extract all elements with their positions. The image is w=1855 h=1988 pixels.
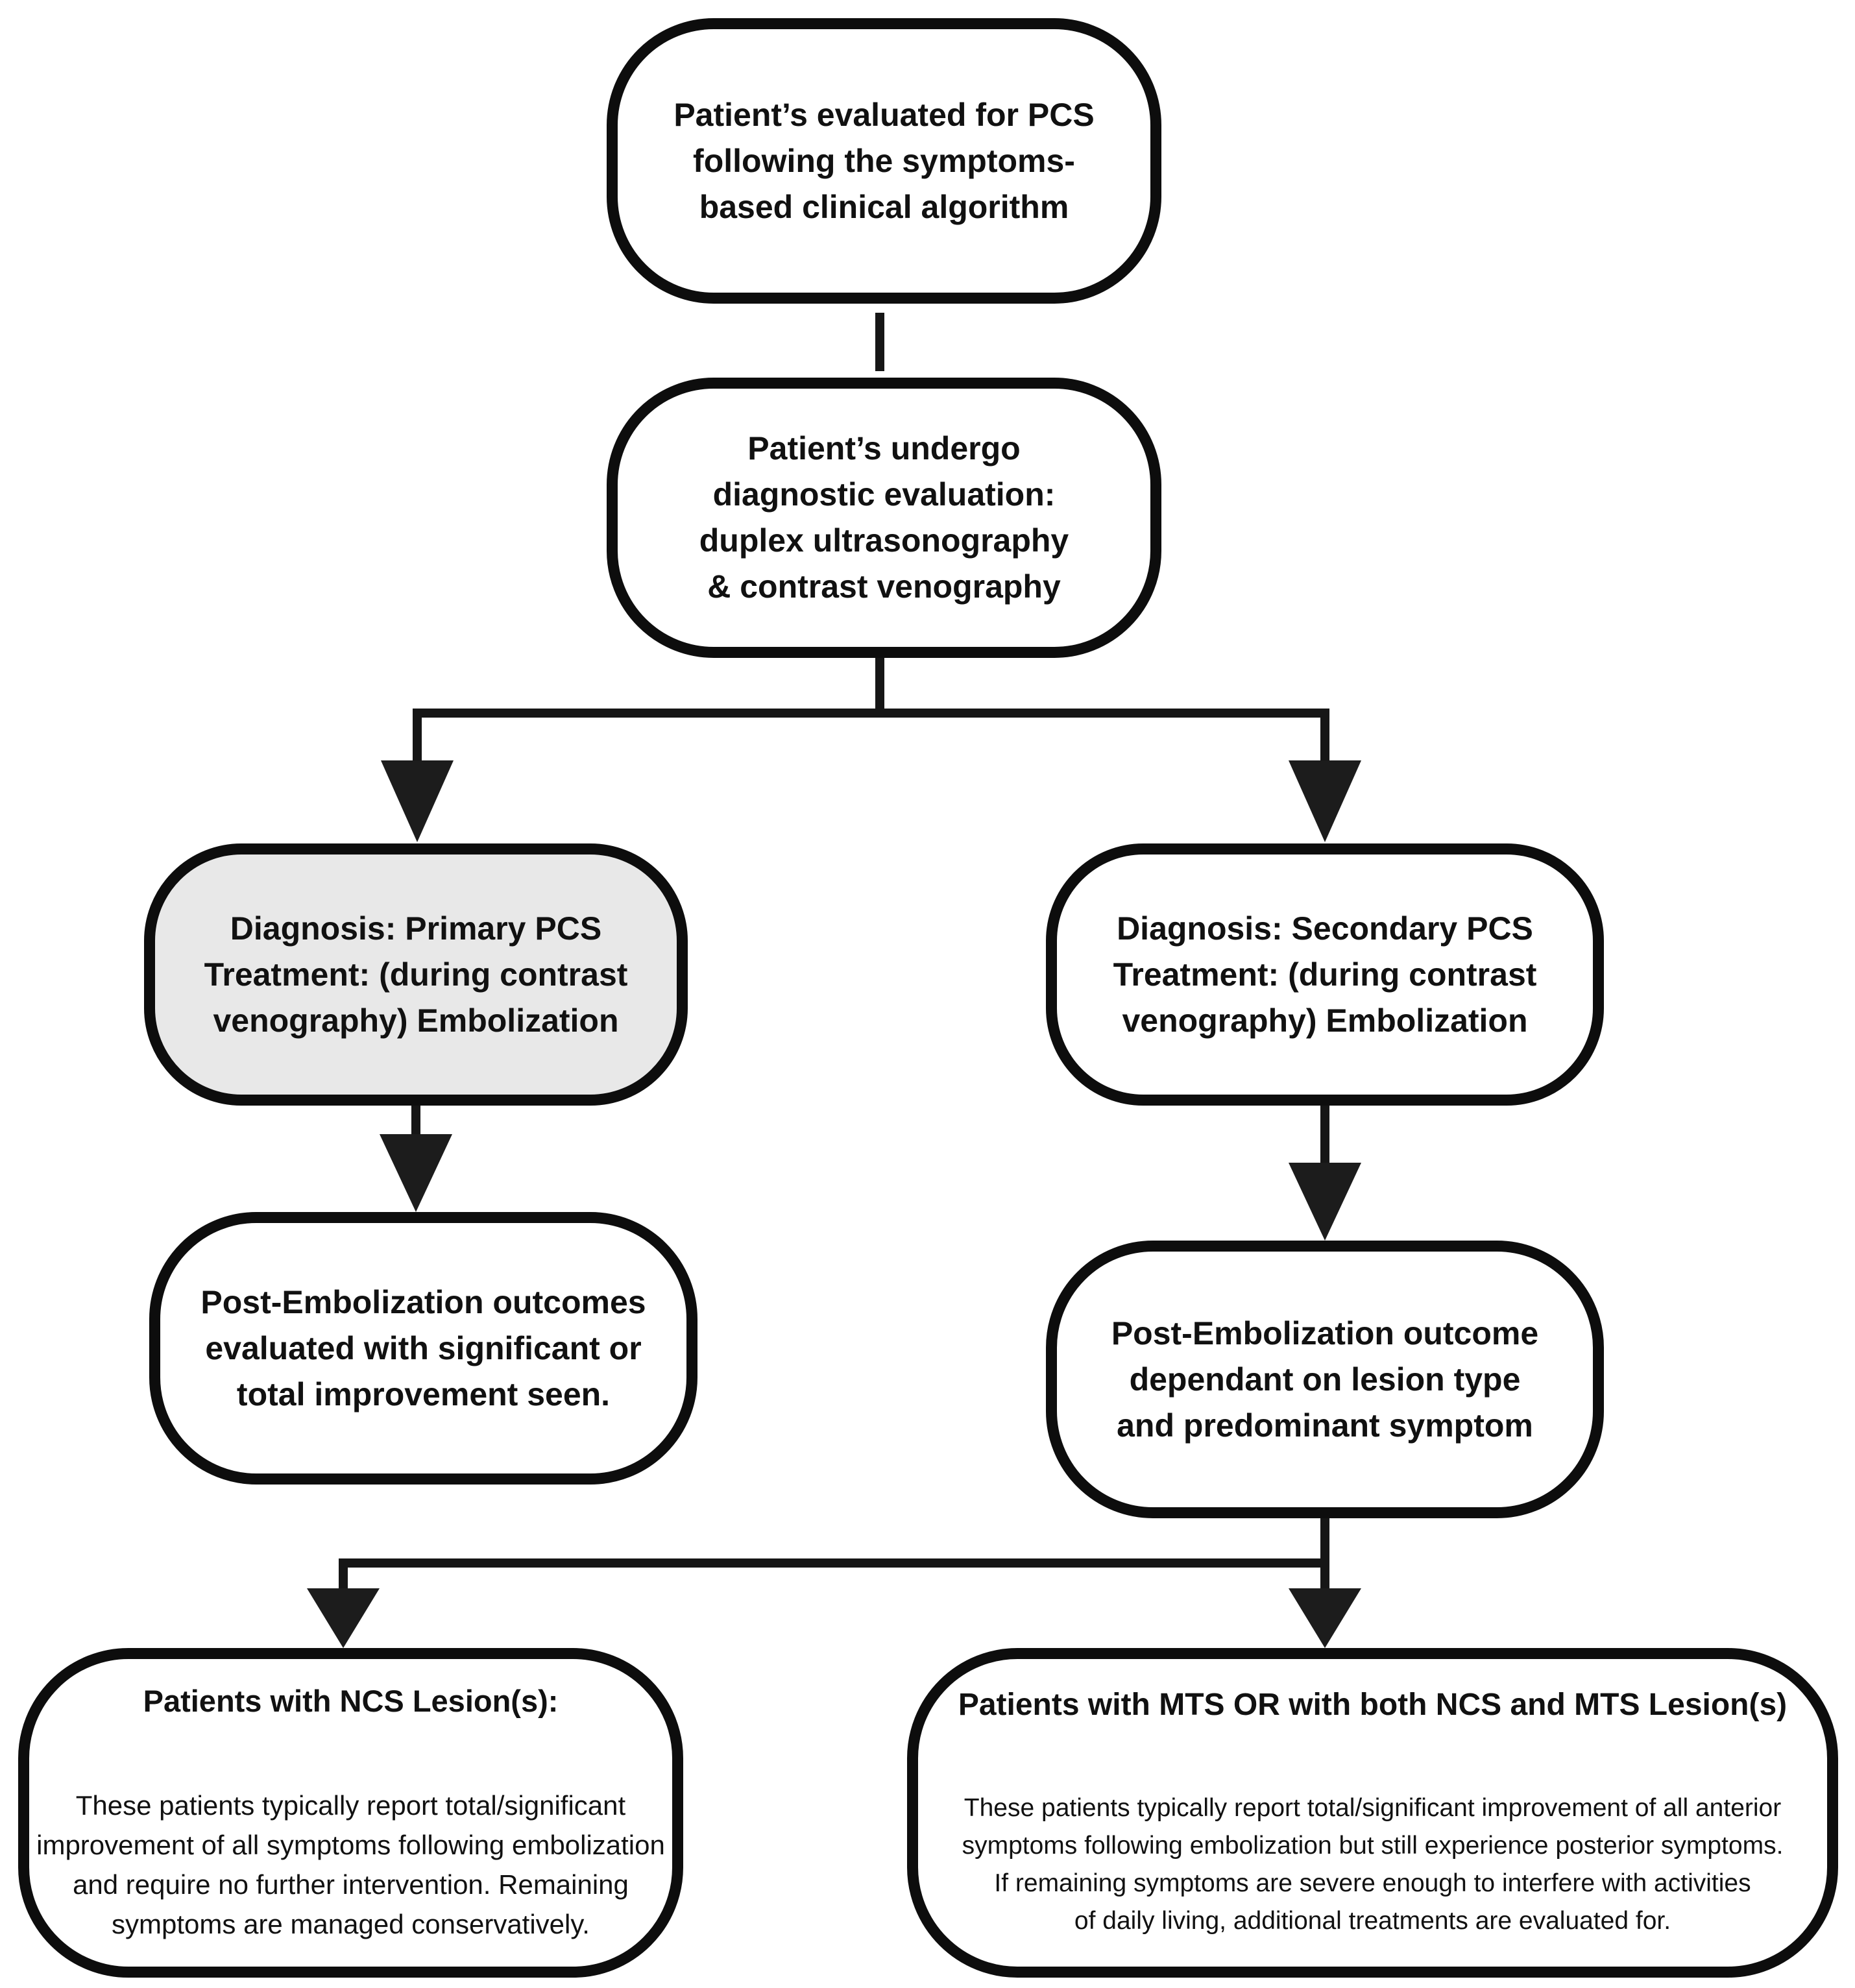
node-text-line: Patient’s undergo [747,430,1021,467]
node-patients-evaluated: Patient’s evaluated for PCS following th… [607,18,1161,304]
split-right-stub [1320,709,1329,760]
node-text-line: & contrast venography [707,568,1061,605]
arrow-down-to-mts-icon [1289,1588,1361,1648]
split2-right-stub [1320,1558,1329,1588]
split-bar-lesions [339,1558,1329,1568]
node-text-line: evaluated with significant or [205,1329,642,1366]
node-patients-ncs-lesions: Patients with NCS Lesion(s): These patie… [18,1648,683,1978]
node-text-line: venography) Embolization [1122,1002,1528,1039]
node-text-line: based clinical algorithm [699,188,1069,225]
node-text-line: Diagnosis: Secondary PCS [1117,910,1533,947]
connector-diagnostic-stem [875,658,884,718]
node-body-line: symptoms following embolization but stil… [962,1832,1784,1860]
node-body-line: of daily living, additional treatments a… [1074,1907,1671,1935]
node-body: These patients typically report total/si… [962,1789,1784,1940]
arrow-down-to-secondary-icon [1289,760,1361,842]
node-diagnosis-primary-pcs: Diagnosis: Primary PCS Treatment: (durin… [144,843,688,1106]
node-body-line: and require no further intervention. Rem… [73,1869,629,1900]
node-text-line: Post-Embolization outcome [1111,1315,1539,1352]
node-post-embolization-secondary: Post-Embolization outcome dependant on l… [1046,1241,1604,1518]
node-diagnostic-evaluation: Patient’s undergo diagnostic evaluation:… [607,378,1161,658]
split-left-stub [413,709,422,760]
node-patients-mts-lesions: Patients with MTS OR with both NCS and M… [907,1648,1838,1978]
node-text-line: Treatment: (during contrast [204,956,628,993]
split-bar-diagnosis [413,709,1329,718]
connector-evaluated-to-diagnostic [875,313,884,371]
node-text-line: Post-Embolization outcomes [200,1283,646,1320]
node-text-line: Patient’s evaluated for PCS [673,96,1095,133]
arrow-down-to-primary-icon [381,760,454,842]
arrow-down-to-ncs-icon [307,1588,380,1648]
node-post-embolization-primary: Post-Embolization outcomes evaluated wit… [149,1212,697,1485]
node-text-line: dependant on lesion type [1129,1361,1521,1398]
node-body-line: These patients typically report total/si… [964,1794,1782,1822]
node-body-line: These patients typically report total/si… [75,1790,626,1821]
arrow-down-to-post-primary-icon [380,1134,452,1212]
connector-primary-to-post [411,1106,420,1138]
node-text-line: Treatment: (during contrast [1113,956,1537,993]
node-body: These patients typically report total/si… [36,1786,665,1944]
connector-post-secondary-stem [1320,1518,1329,1568]
node-body-line: symptoms are managed conservatively. [112,1909,590,1939]
node-text-line: Diagnosis: Primary PCS [230,910,602,947]
node-body-line: If remaining symptoms are severe enough … [994,1869,1751,1897]
node-title: Patients with NCS Lesion(s): [143,1684,559,1718]
node-text-line: venography) Embolization [213,1002,619,1039]
node-text-line: diagnostic evaluation: [712,476,1056,513]
node-text-line: duplex ultrasonography [699,522,1069,559]
split2-left-stub [339,1558,348,1588]
node-diagnosis-secondary-pcs: Diagnosis: Secondary PCS Treatment: (dur… [1046,843,1604,1106]
node-text-line: and predominant symptom [1117,1407,1533,1444]
connector-secondary-to-post [1320,1106,1329,1167]
node-text-line: total improvement seen. [236,1376,611,1412]
node-text-line: following the symptoms- [693,142,1075,179]
node-body-line: improvement of all symptoms following em… [36,1830,665,1860]
node-title: Patients with MTS OR with both NCS and M… [958,1688,1788,1722]
arrow-down-to-post-secondary-icon [1289,1163,1361,1241]
